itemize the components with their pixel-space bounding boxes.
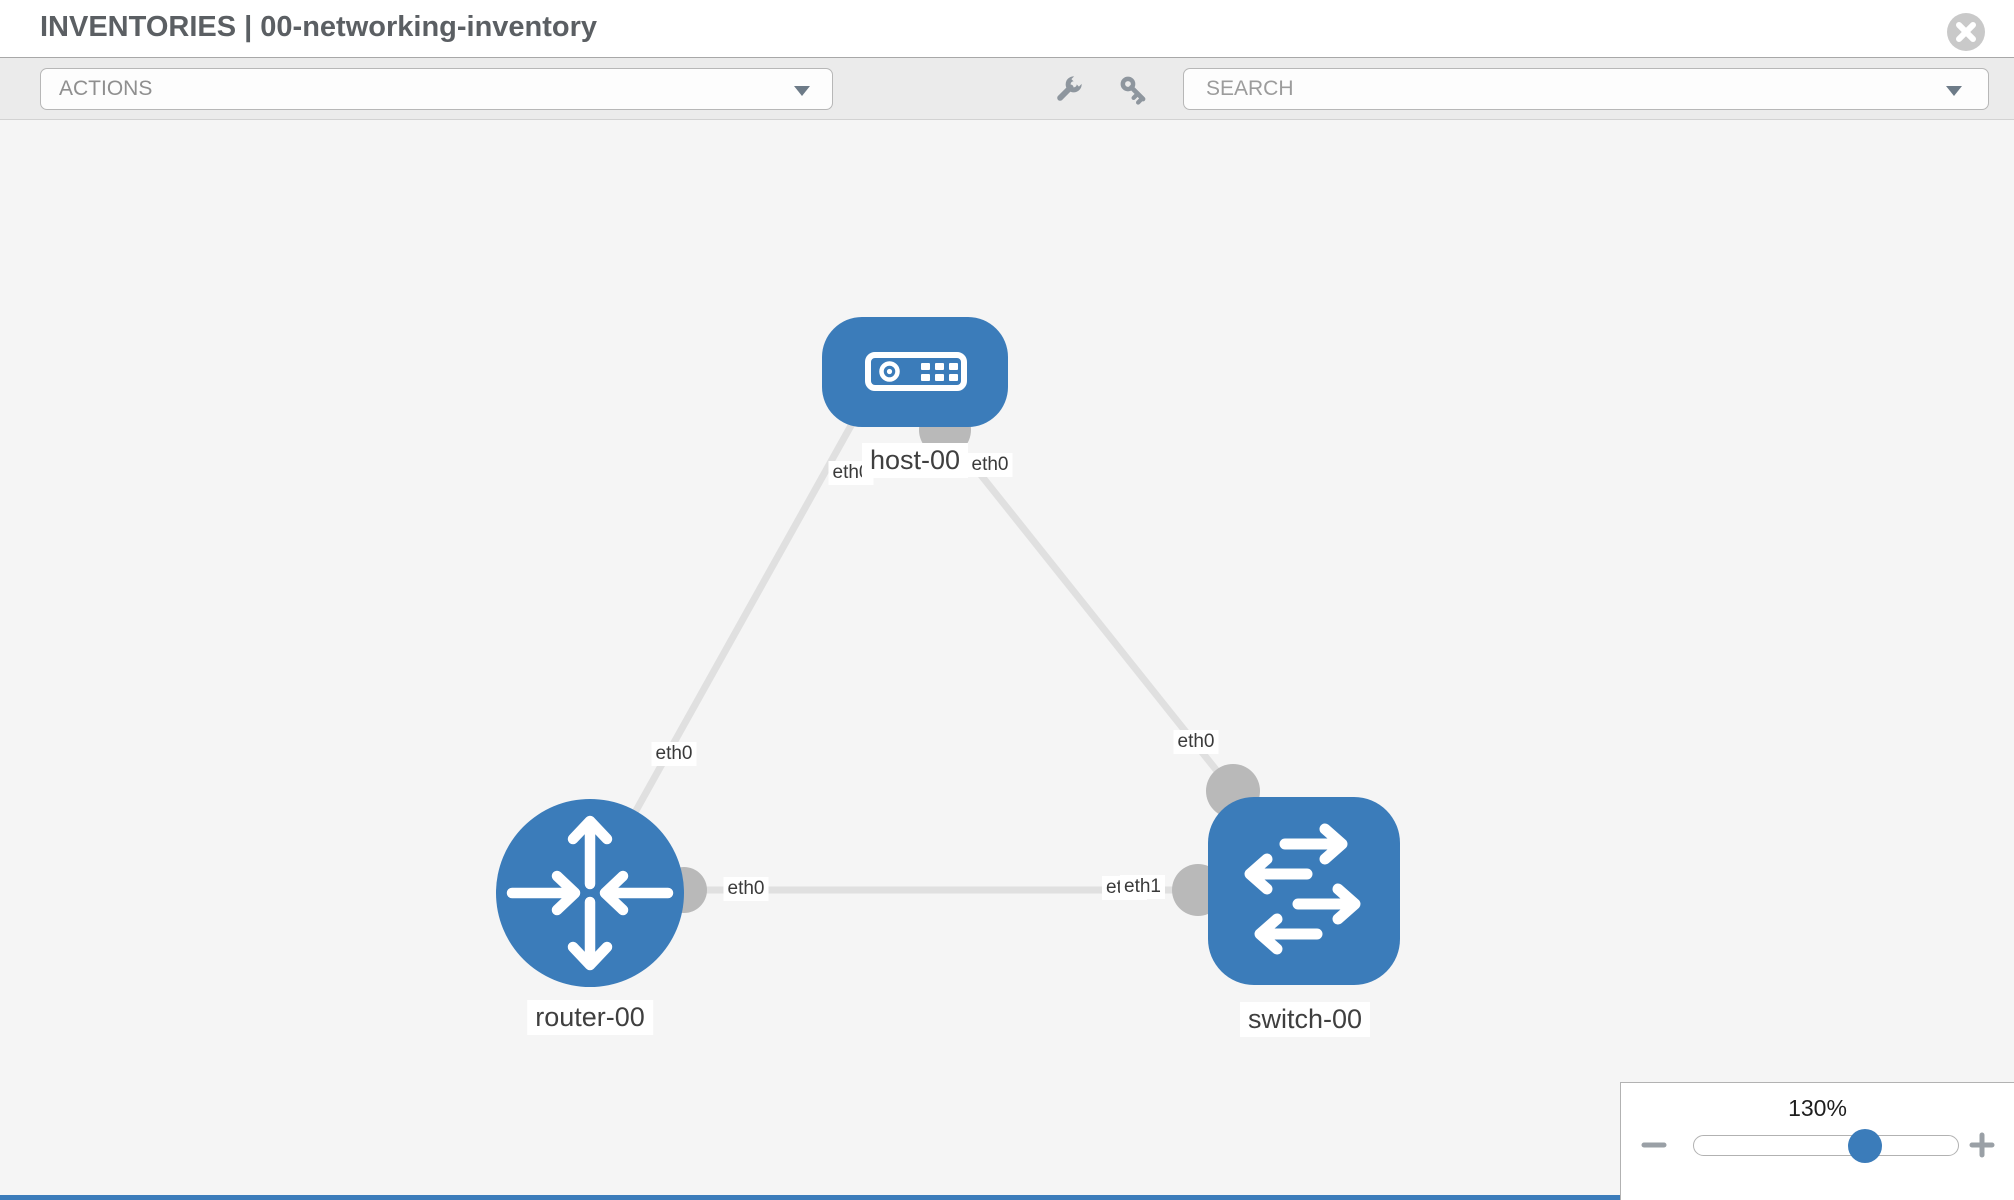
page-title: INVENTORIES | 00-networking-inventory <box>40 11 598 43</box>
node-label-switch: switch-00 <box>1239 1002 1371 1037</box>
node-switch-00[interactable] <box>1208 797 1400 985</box>
footer-bar <box>0 1195 1620 1200</box>
actions-dropdown-label: ACTIONS <box>59 77 153 100</box>
node-label-router: router-00 <box>527 1000 653 1035</box>
zoom-level: 130% <box>1788 1095 1847 1121</box>
node-label-host: host-00 <box>861 443 969 478</box>
interface-label-switch-top: eth0 <box>1173 730 1219 754</box>
close-button[interactable] <box>1946 12 1986 52</box>
interface-label-switch-left: eth1 <box>1120 875 1165 899</box>
zoom-in-button[interactable] <box>1969 1132 1995 1161</box>
actions-dropdown[interactable]: ACTIONS <box>40 68 833 110</box>
close-icon <box>1946 13 1986 55</box>
interface-label-host-right: eth0 <box>967 453 1013 477</box>
header: INVENTORIES | 00-networking-inventory <box>0 0 2014 57</box>
wrench-icon[interactable] <box>1052 73 1085 111</box>
zoom-slider-track[interactable] <box>1693 1128 1959 1163</box>
search-input[interactable]: SEARCH <box>1183 68 1989 110</box>
node-host-00[interactable] <box>822 317 1008 427</box>
interface-label-router-right: eth0 <box>723 877 769 901</box>
zoom-slider-thumb[interactable] <box>1848 1128 1882 1163</box>
node-router-00[interactable] <box>496 799 684 987</box>
interface-label-router-top: eth0 <box>651 742 697 766</box>
chevron-down-icon <box>1946 86 1962 96</box>
host-icon <box>865 352 967 391</box>
topology-canvas[interactable]: eth0 eth0 eth0 eth0 eth0 eth0 eth1 host-… <box>0 120 2014 1200</box>
chevron-down-icon <box>794 86 810 96</box>
router-icon <box>506 815 674 971</box>
key-icon[interactable] <box>1118 74 1150 111</box>
search-placeholder: SEARCH <box>1206 77 1294 100</box>
plus-icon <box>1969 1132 1995 1161</box>
toolbar: ACTIONS SEARCH <box>0 57 2014 120</box>
zoom-panel: 130% <box>1620 1082 2014 1200</box>
minus-icon <box>1641 1142 1667 1161</box>
switch-icon <box>1244 823 1361 955</box>
zoom-out-button[interactable] <box>1641 1132 1667 1161</box>
